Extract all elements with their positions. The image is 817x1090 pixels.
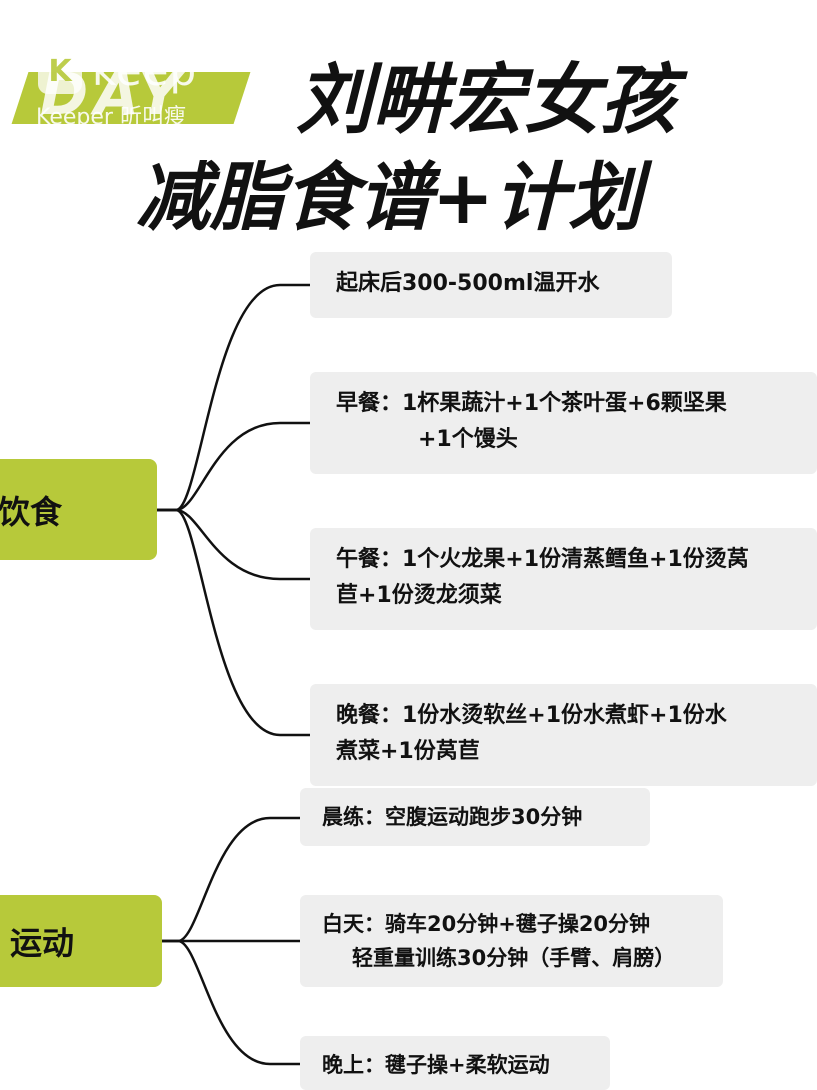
diet-item-breakfast-line-1: 早餐：1杯果蔬汁+1个茶叶蛋+6颗坚果 xyxy=(336,391,727,416)
connector-diet-3 xyxy=(157,508,310,581)
exercise-item-daytime: 白天：骑车20分钟+毽子操20分钟 轻重量训练30分钟（手臂、肩膀） xyxy=(300,895,723,987)
keep-brand-text: keep xyxy=(92,46,198,95)
page-title-line-1: 刘畊宏女孩 xyxy=(296,55,676,144)
exercise-item-evening-line-1: 晚上：毽子操+柔软运动 xyxy=(322,1053,550,1077)
diet-item-lunch: 午餐：1个火龙果+1份清蒸鳕鱼+1份烫莴 苣+1份烫龙须菜 xyxy=(310,528,817,630)
exercise-item-morning-line-1: 晨练：空腹运动跑步30分钟 xyxy=(322,805,583,829)
diet-item-dinner-line-1: 晚餐：1份水烫软丝+1份水煮虾+1份水 xyxy=(336,703,727,728)
exercise-item-morning: 晨练：空腹运动跑步30分钟 xyxy=(300,788,650,846)
keep-watermark: K keep Keeper 昕叫瘦 xyxy=(36,46,256,140)
connector-exercise-3 xyxy=(162,939,300,1066)
category-exercise: 运动 xyxy=(0,895,162,987)
exercise-item-daytime-line-1: 白天：骑车20分钟+毽子操20分钟 xyxy=(322,912,651,936)
diet-item-breakfast: 早餐：1杯果蔬汁+1个茶叶蛋+6颗坚果 +1个馒头 xyxy=(310,372,817,474)
diet-item-lunch-line-2: 苣+1份烫龙须菜 xyxy=(336,583,502,608)
exercise-item-evening: 晚上：毽子操+柔软运动 xyxy=(300,1036,610,1090)
keep-logo-icon: K xyxy=(38,50,82,94)
day-badge-text: DAY 4 xyxy=(40,60,187,188)
diet-item-lunch-line-1: 午餐：1个火龙果+1份清蒸鳕鱼+1份烫莴 xyxy=(336,547,749,572)
connector-diet-2 xyxy=(157,421,310,512)
page-title-line-2: 减脂食谱+计划 xyxy=(136,155,643,241)
diet-item-wakeup-line-1: 起床后300-500ml温开水 xyxy=(336,271,600,296)
connector-exercise-1 xyxy=(162,816,300,943)
connector-diet-4 xyxy=(157,508,310,737)
keep-username: Keeper 昕叫瘦 xyxy=(36,105,186,130)
diet-item-dinner: 晚餐：1份水烫软丝+1份水煮虾+1份水 煮菜+1份莴苣 xyxy=(310,684,817,786)
connector-diet-1 xyxy=(157,283,310,512)
diet-item-wakeup: 起床后300-500ml温开水 xyxy=(310,252,672,318)
category-diet: 饮食 xyxy=(0,459,157,560)
diet-item-breakfast-line-2: +1个馒头 xyxy=(418,427,518,452)
exercise-item-daytime-line-2: 轻重量训练30分钟（手臂、肩膀） xyxy=(352,946,676,970)
diet-item-dinner-line-2: 煮菜+1份莴苣 xyxy=(336,739,480,764)
